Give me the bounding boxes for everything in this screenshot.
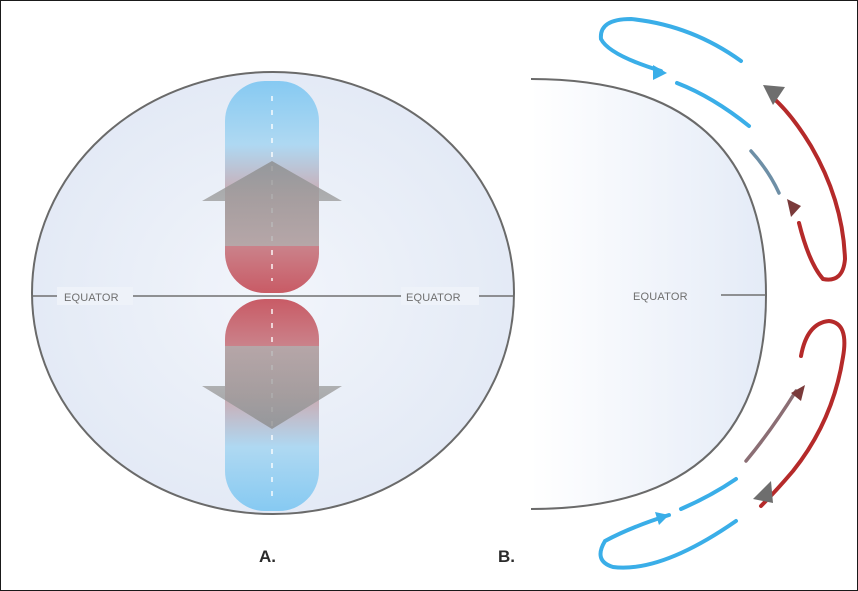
north-cell-arrow-right-icon <box>653 65 667 80</box>
panel-b: EQUATOR B. <box>498 16 848 570</box>
panel-b-label: B. <box>498 547 515 566</box>
south-cell-warm-loop <box>759 318 847 508</box>
poleward-arrow-down-icon <box>202 346 342 429</box>
south-cell-warm-arrow-icon <box>791 385 805 401</box>
poleward-arrow-up-icon <box>202 161 342 246</box>
panel-a-label: A. <box>259 547 276 566</box>
north-cell-cold-return <box>749 149 781 195</box>
globe-b-fill <box>531 79 766 509</box>
south-cell-cold-loop <box>598 513 738 570</box>
north-cell-warm-arrow-icon <box>787 199 801 217</box>
north-cell-warm-loop <box>769 94 848 282</box>
south-cell-gray-arrow-icon <box>753 481 773 503</box>
equator-label-right: EQUATOR <box>406 292 461 304</box>
south-cell-mixed-return <box>744 389 798 463</box>
equator-label-b: EQUATOR <box>633 291 688 303</box>
north-cell-cold-segment <box>675 81 751 128</box>
equator-label-left: EQUATOR <box>64 292 119 304</box>
south-cell-arrow-right-icon <box>655 512 669 525</box>
south-cell-cold-segment <box>679 477 738 511</box>
north-cell-gray-arrow-icon <box>763 85 785 105</box>
panel-a: EQUATOR EQUATOR A. <box>31 71 515 566</box>
north-cell-cold-loop <box>598 16 743 73</box>
